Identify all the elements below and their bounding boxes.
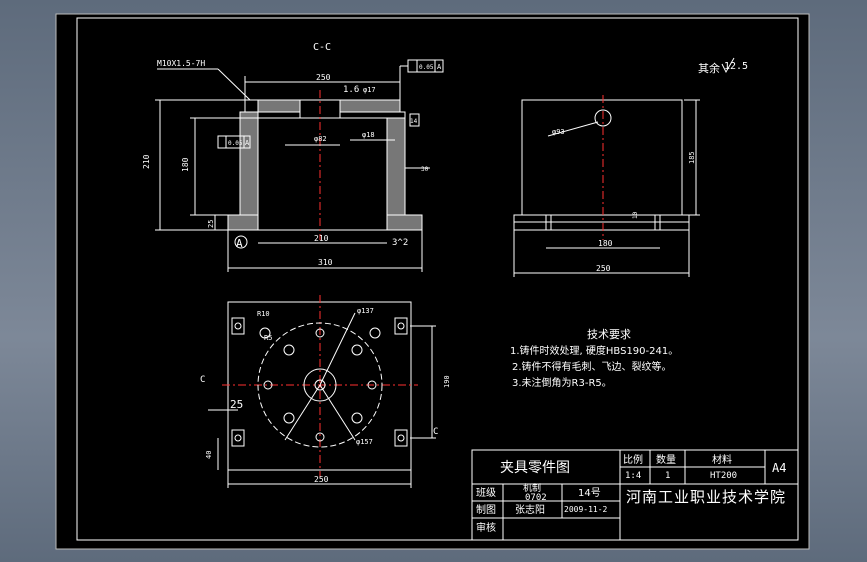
dim-phi18: φ18 — [362, 131, 375, 139]
title-block: 夹具零件图 比例 1:4 数量 1 材料 HT200 A4 班级 机制 0702… — [471, 449, 799, 541]
plan-pcd — [257, 322, 383, 448]
datum-a: A — [236, 237, 243, 250]
section-mark-left: C — [200, 375, 205, 385]
dim-30: 30 — [421, 166, 429, 173]
tech-item-1: 1.铸件时效处理, 硬度HBS190-241。 — [510, 344, 678, 357]
dim-height-210: 210 — [142, 154, 151, 169]
dim-chamfer: 3^2 — [392, 238, 408, 248]
plan-center-bore — [303, 368, 337, 402]
plan-190: 190 — [443, 375, 451, 388]
plan-phi157: φ157 — [356, 438, 373, 446]
check-label: 审核 — [476, 521, 496, 534]
school-name: 河南工业职业技术学院 — [626, 488, 787, 506]
plan-r5: R5 — [264, 334, 272, 342]
plan-phi137: φ137 — [357, 307, 374, 315]
datum-circle — [234, 235, 248, 249]
scale-value: 1:4 — [625, 471, 641, 481]
thread-note: M10X1.5-7H — [157, 59, 205, 68]
qty-label: 数量 — [656, 453, 676, 466]
roughness-value: 12.5 — [724, 61, 748, 72]
side-10: 10 — [632, 211, 639, 219]
side-250: 250 — [596, 264, 611, 273]
tech-item-2: 2.铸件不得有毛刺、飞边、裂纹等。 — [512, 360, 672, 373]
dim-bottom-inner-210: 210 — [314, 234, 329, 243]
side-view: 其余 12.5 φ93 185 10 180 250 — [513, 57, 748, 277]
drawing-frame — [76, 17, 799, 541]
paper-size: A4 — [772, 461, 786, 475]
dim-phi82: φ82 — [314, 135, 327, 143]
drawn-date: 2009-11-2 — [564, 505, 608, 514]
perp-frame — [217, 135, 251, 149]
roughness-note: 其余 — [698, 61, 720, 75]
tech-item-3: 3.未注倒角为R3-R5。 — [512, 376, 612, 389]
plan-25: 25 — [230, 398, 243, 411]
tech-requirements: 技术要求 1.铸件时效处理, 硬度HBS190-241。 2.铸件不得有毛刺、飞… — [510, 328, 678, 389]
plan-250: 250 — [314, 475, 329, 484]
perp-ref: A — [245, 139, 250, 147]
roughness-inner: 1.6 — [343, 85, 359, 95]
section-title: C-C — [313, 42, 331, 53]
number-value: 14号 — [578, 487, 601, 499]
material-label: 材料 — [712, 453, 732, 466]
plan-r10: R10 — [257, 310, 270, 318]
drawing-sheet — [55, 13, 810, 550]
tech-title: 技术要求 — [587, 328, 631, 341]
plan-view: R10 R5 φ137 φ157 190 25 40 250 C C — [200, 295, 451, 488]
side-185: 185 — [688, 151, 696, 164]
drawn-name: 张志阳 — [515, 503, 545, 516]
dim-top-width: 250 — [316, 73, 331, 82]
dim-phi17: φ17 — [363, 86, 376, 94]
section-mark-right: C — [433, 427, 438, 437]
dim-14-box — [409, 113, 420, 127]
dim-height-180: 180 — [181, 157, 190, 172]
qty-value: 1 — [665, 471, 670, 481]
class-value-2: 0702 — [525, 493, 547, 503]
dim-base-25: 25 — [207, 220, 215, 228]
plan-40: 40 — [205, 451, 213, 459]
side-180: 180 — [598, 239, 613, 248]
scale-label: 比例 — [623, 453, 643, 466]
class-value-1: 机制 — [523, 482, 541, 494]
dim-14: 14 — [410, 118, 418, 125]
section-view: C-C M10X1.5-7H 0.05 A 250 1.6 φ1 — [142, 42, 444, 272]
flatness-ref: A — [437, 63, 442, 71]
class-label: 班级 — [476, 487, 496, 499]
dim-bottom-310: 310 — [318, 258, 333, 267]
material-value: HT200 — [710, 471, 737, 481]
perp-tol: 0.05 — [228, 140, 243, 147]
side-bore — [594, 109, 612, 127]
flatness-tol: 0.05 — [419, 64, 434, 71]
drawn-label: 制图 — [476, 503, 496, 516]
side-phi93: φ93 — [552, 128, 565, 136]
drawing-title: 夹具零件图 — [500, 460, 570, 476]
